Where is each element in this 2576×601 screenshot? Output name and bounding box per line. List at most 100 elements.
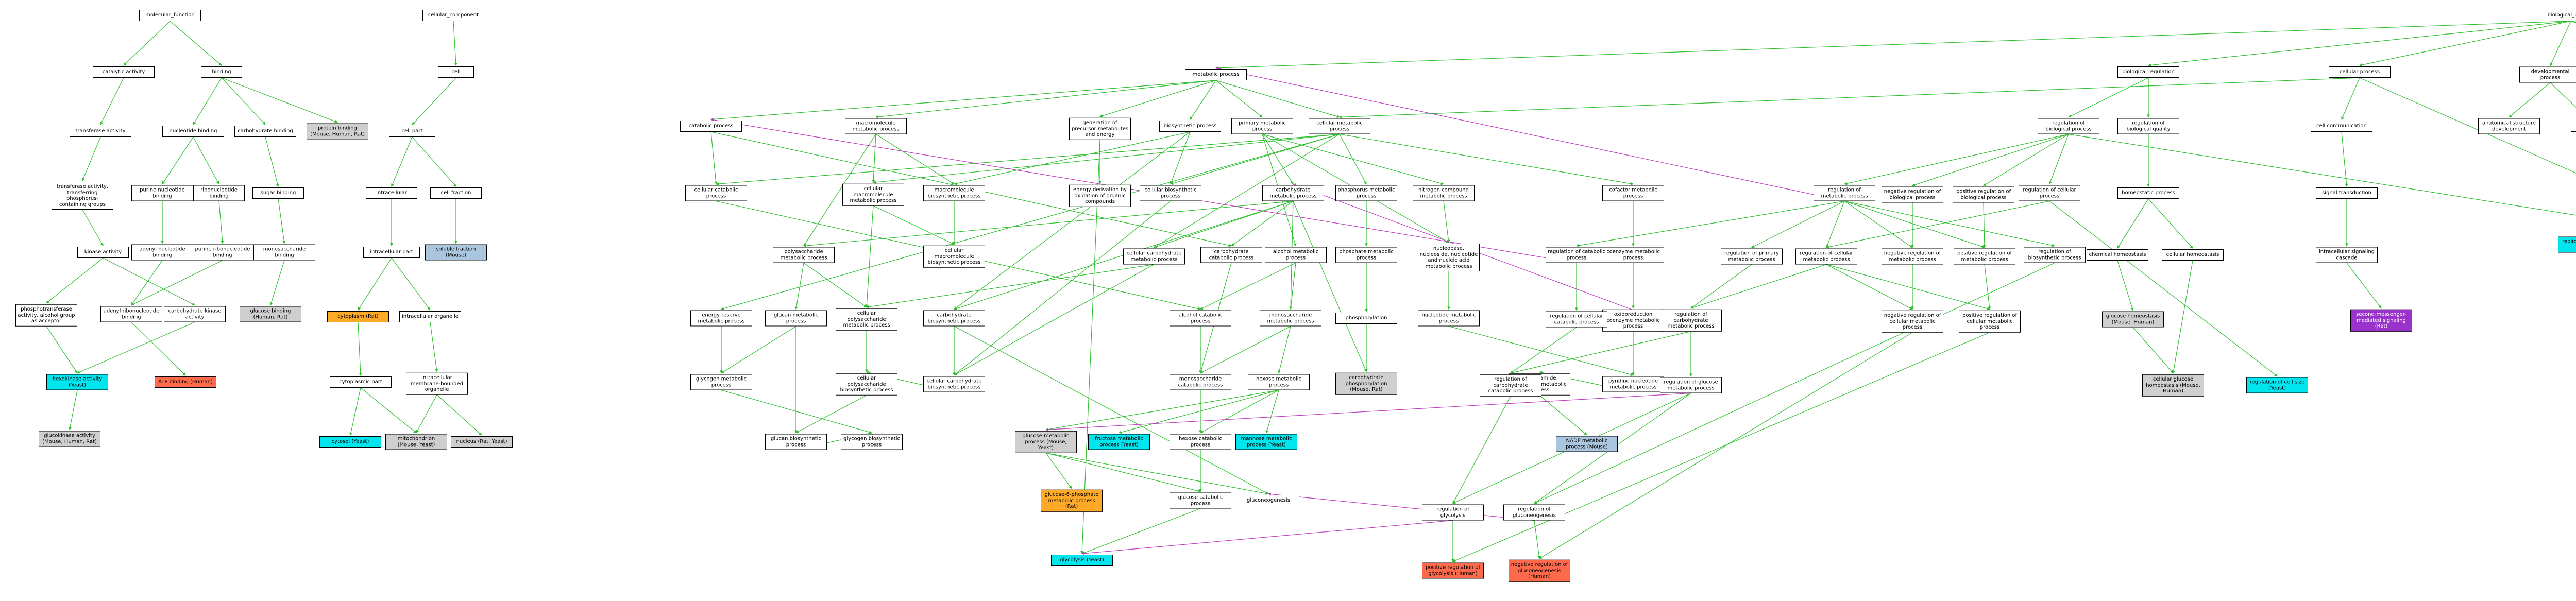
go-term-glucokinase_activity[interactable]: glucokinase activity (Mouse, Human, Rat): [39, 431, 100, 447]
go-term-reg_cell_catabolic[interactable]: regulation of cellular catabolic process: [1546, 311, 1607, 328]
go-term-pyridine_met[interactable]: pyridine nucleotide metabolic process: [1602, 376, 1664, 392]
go-term-cellular_catabolic[interactable]: cellular catabolic process: [685, 185, 747, 201]
go-term-monosaccharide_binding[interactable]: monosaccharide binding: [253, 244, 315, 261]
go-term-pos_reg_met[interactable]: positive regulation of metabolic process: [1954, 248, 2015, 265]
go-term-alcohol_catabolic[interactable]: alcohol catabolic process: [1170, 310, 1231, 327]
go-term-nnnna_met[interactable]: nucleobase, nucleoside, nucleotide and n…: [1418, 244, 1480, 271]
go-term-monosaccharide_met[interactable]: monosaccharide metabolic process: [1260, 310, 1321, 327]
go-term-intracellular_mb_organelle[interactable]: intracellular membrane-bounded organelle: [406, 372, 468, 395]
go-term-sugar_binding[interactable]: sugar binding: [252, 187, 304, 199]
go-term-purine_ribonucleotide_binding[interactable]: purine ribonucleotide binding: [192, 244, 253, 261]
go-term-reg_cell_size[interactable]: regulation of cell size (Yeast): [2246, 377, 2308, 393]
go-term-protein_binding[interactable]: protein binding (Mouse, Human, Rat): [307, 123, 368, 140]
go-term-reg_bio_quality[interactable]: regulation of biological quality: [2117, 118, 2179, 134]
go-term-macromolecule_met[interactable]: macromolecule metabolic process: [845, 118, 907, 134]
go-term-cofactor_met[interactable]: cofactor metabolic process: [1602, 185, 1664, 201]
go-term-reg_bio_process[interactable]: regulation of biological process: [2038, 118, 2099, 134]
go-term-reg_carb_catabolic[interactable]: regulation of carbohydrate catabolic pro…: [1480, 374, 1541, 397]
go-term-catabolic_process[interactable]: catabolic process: [680, 121, 742, 132]
go-term-pos_reg_glycolysis[interactable]: positive regulation of glycolysis (Human…: [1422, 562, 1484, 579]
go-term-glucan_biosyn[interactable]: glucan biosynthetic process: [765, 434, 827, 450]
go-term-signal_transduction[interactable]: signal transduction: [2316, 187, 2378, 199]
go-term-polysaccharide_met[interactable]: polysaccharide metabolic process: [773, 247, 835, 263]
go-term-neg_reg_cell_met[interactable]: negative regulation of cellular metaboli…: [1882, 310, 1943, 333]
go-term-mf_root[interactable]: molecular_function: [139, 10, 201, 21]
go-term-biological_regulation[interactable]: biological regulation: [2117, 66, 2179, 78]
go-term-fructose_met[interactable]: fructose metabolic process (Yeast): [1088, 434, 1150, 450]
go-term-second_messenger[interactable]: second-messenger-mediated signaling (Rat…: [2350, 309, 2412, 332]
go-term-adenyl_nucleotide_binding[interactable]: adenyl nucleotide binding: [131, 244, 193, 261]
go-term-phosphate_met[interactable]: phosphate metabolic process: [1335, 247, 1397, 263]
go-term-hexokinase_activity[interactable]: hexokinase activity (Yeast): [46, 374, 108, 390]
go-term-soluble_fraction[interactable]: soluble fraction (Mouse): [425, 244, 487, 261]
go-term-reg_glucose_met[interactable]: regulation of glucose metabolic process: [1660, 377, 1722, 393]
go-term-oxidoreduction_coenzyme[interactable]: oxidoreduction coenzyme metabolic proces…: [1602, 309, 1664, 332]
go-term-nitrogen_met[interactable]: nitrogen compound metabolic process: [1413, 185, 1475, 201]
go-term-reg_metabolic[interactable]: regulation of metabolic process: [1814, 185, 1875, 201]
go-term-intracellular_organelle[interactable]: intracellular organelle: [399, 311, 461, 322]
go-term-intracellular_part[interactable]: intracellular part: [363, 247, 420, 258]
go-term-carbohydrate_met[interactable]: carbohydrate metabolic process: [1262, 185, 1324, 201]
go-term-cellular_met[interactable]: cellular metabolic process: [1309, 118, 1370, 134]
go-term-glycolysis[interactable]: glycolysis (Yeast): [1051, 555, 1113, 566]
go-term-gen_precursor[interactable]: generation of precursor metabolites and …: [1069, 117, 1131, 140]
go-term-chemical_homeostasis[interactable]: chemical homeostasis: [2087, 249, 2148, 261]
go-term-pos_reg_cell_met[interactable]: positive regulation of cellular metaboli…: [1959, 310, 2021, 333]
go-term-monosaccharide_catabolic[interactable]: monosaccharide catabolic process: [1170, 374, 1231, 390]
go-term-phosphorylation[interactable]: phosphorylation: [1335, 313, 1397, 324]
go-term-nucleus[interactable]: nucleus (Rat, Yeast): [451, 436, 513, 448]
go-term-neg_reg_met[interactable]: negative regulation of metabolic process: [1882, 248, 1943, 265]
go-term-transferase_p[interactable]: transferase activity, transferring phosp…: [52, 182, 113, 210]
go-term-cytosol[interactable]: cytosol (Yeast): [319, 436, 381, 448]
go-term-cell_polysacch_met[interactable]: cellular polysaccharide metabolic proces…: [836, 308, 897, 331]
go-term-carbohydrate_biosyn[interactable]: carbohydrate biosynthetic process: [923, 310, 985, 327]
go-term-cell_aging[interactable]: cell aging: [2566, 180, 2576, 191]
go-term-neg_reg_gluconeogenesis[interactable]: negative regulation of gluconeogenesis (…: [1509, 559, 1570, 582]
go-term-carb_phosphorylation[interactable]: carbohydrate phosphorylation (Mouse, Rat…: [1335, 372, 1397, 395]
go-term-glucose_catabolic[interactable]: glucose catabolic process: [1170, 492, 1231, 509]
go-term-cell_fraction[interactable]: cell fraction: [430, 187, 482, 199]
go-term-cc_root[interactable]: cellular_component: [422, 10, 484, 21]
go-term-nucleotide_met[interactable]: nucleotide metabolic process: [1418, 310, 1480, 327]
go-term-reg_cell_met[interactable]: regulation of cellular metabolic process: [1795, 248, 1857, 265]
go-term-hexose_met[interactable]: hexose metabolic process: [1248, 374, 1310, 390]
go-term-cellular_process[interactable]: cellular process: [2329, 66, 2391, 78]
go-term-adenyl_ribonucleotide_binding[interactable]: adenyl ribonucleotide binding: [100, 306, 162, 322]
go-term-cell_polysacch_biosyn[interactable]: cellular polysaccharide biosynthetic pro…: [836, 373, 897, 396]
go-term-bp_root[interactable]: biological_process: [2540, 10, 2576, 21]
go-term-anatomical_dev[interactable]: anatomical structure development: [2478, 118, 2540, 134]
go-term-atp_binding[interactable]: ATP binding (Human): [155, 376, 216, 388]
go-term-metabolic_process[interactable]: metabolic process: [1185, 69, 1247, 80]
go-term-neg_reg_bp[interactable]: negative regulation of biological proces…: [1882, 186, 1943, 203]
go-term-cytoplasmic_part[interactable]: cytoplasmic part: [330, 376, 392, 388]
go-term-carbohydrate_binding[interactable]: carbohydrate binding: [234, 126, 296, 137]
go-term-binding[interactable]: binding: [201, 66, 242, 78]
go-term-developmental_process[interactable]: developmental process: [2519, 66, 2576, 83]
go-term-cytoplasm[interactable]: cytoplasm (Rat): [327, 311, 389, 322]
go-term-cell_macromol_biosyn[interactable]: cellular macromolecule biosynthetic proc…: [923, 245, 985, 268]
go-term-intracellular[interactable]: intracellular: [366, 187, 417, 199]
go-term-pos_reg_bp[interactable]: positive regulation of biological proces…: [1953, 186, 2014, 203]
go-term-glucose_binding[interactable]: glucose binding (Human, Rat): [240, 306, 301, 322]
go-term-reg_primary_met[interactable]: regulation of primary metabolic process: [1721, 248, 1783, 265]
go-term-cellular_homeostasis[interactable]: cellular homeostasis: [2162, 249, 2224, 261]
go-term-energy_reserve[interactable]: energy reserve metabolic process: [690, 310, 752, 327]
go-term-cell_communication[interactable]: cell communication: [2311, 121, 2372, 132]
go-term-nadp_met[interactable]: NADP metabolic process (Mouse): [1556, 436, 1618, 452]
go-term-intracellular_signaling[interactable]: intracellular signaling cascade: [2316, 247, 2378, 263]
go-term-nucleotide_binding[interactable]: nucleotide binding: [162, 126, 224, 137]
go-term-aging[interactable]: aging: [2571, 121, 2576, 132]
go-term-gluconeogenesis[interactable]: gluconeogenesis: [1238, 495, 1299, 506]
go-term-transferase_activity[interactable]: transferase activity: [70, 126, 131, 137]
go-term-biosynthetic_process[interactable]: biosynthetic process: [1159, 121, 1221, 132]
go-term-reg_biosyn[interactable]: regulation of biosynthetic process: [2024, 247, 2086, 263]
go-term-glucose_met[interactable]: glucose metabolic process (Mouse, Yeast): [1015, 431, 1077, 453]
go-term-phosphorus_met[interactable]: phosphorus metabolic process: [1335, 185, 1397, 201]
go-term-glucan_met[interactable]: glucan metabolic process: [765, 310, 827, 327]
go-term-glucose_homeostasis[interactable]: glucose homeostasis (Mouse, Human): [2102, 311, 2164, 328]
go-term-macromol_biosyn[interactable]: macromolecule biosynthetic process: [923, 185, 985, 201]
go-term-mannose_met[interactable]: mannose metabolic process (Yeast): [1235, 434, 1297, 450]
go-term-cellular_glucose_homeostasis[interactable]: cellular glucose homeostasis (Mouse, Hum…: [2142, 374, 2204, 397]
go-term-reg_cellular_process[interactable]: regulation of cellular process: [2019, 185, 2080, 201]
go-term-carbohydrate_catabolic[interactable]: carbohydrate catabolic process: [1200, 247, 1262, 263]
